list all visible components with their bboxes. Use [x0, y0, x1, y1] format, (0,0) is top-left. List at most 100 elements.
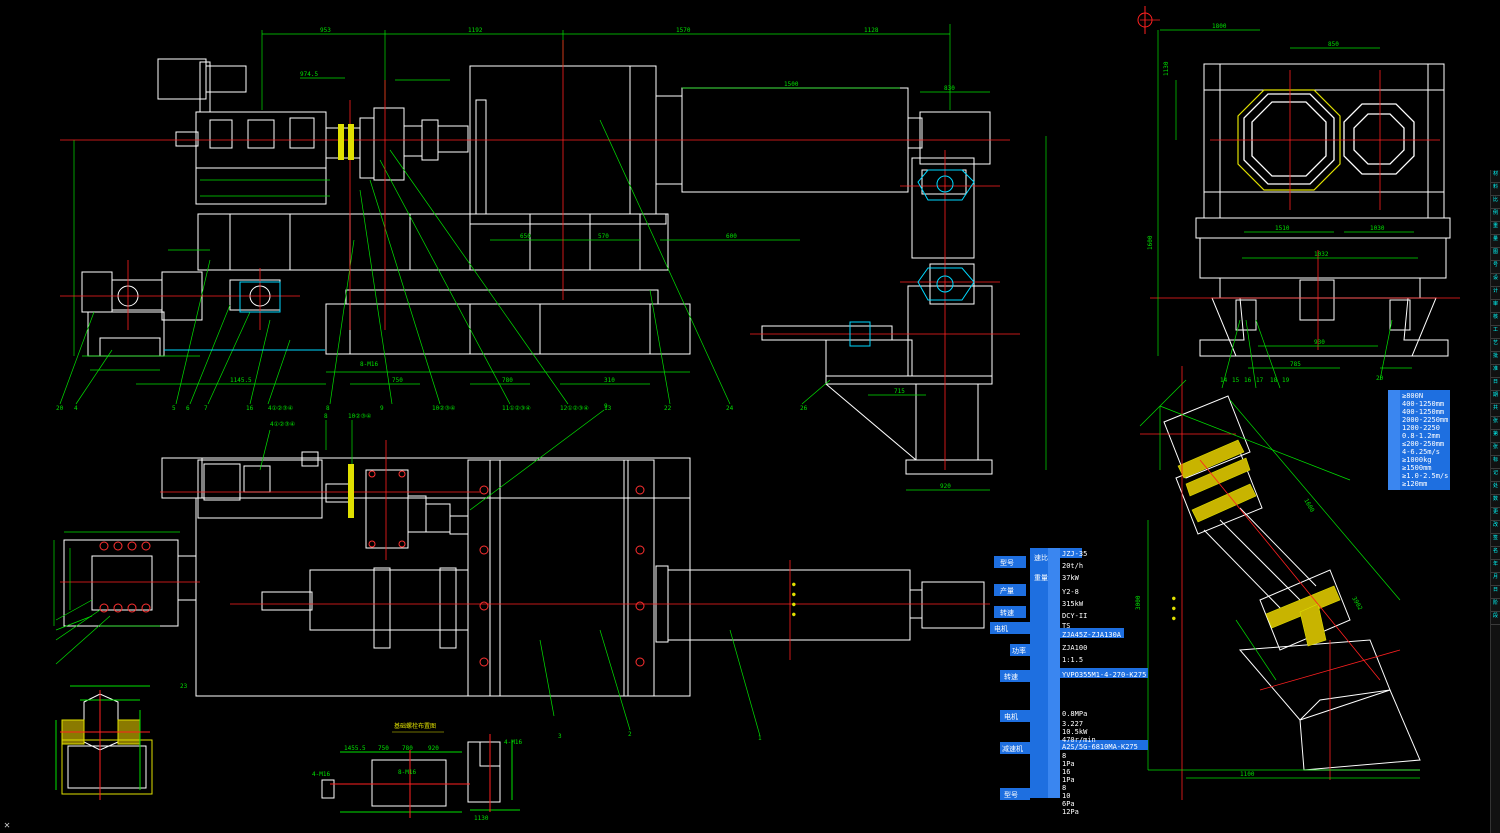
svg-text:953: 953: [320, 27, 331, 34]
svg-text:4①②③④: 4①②③④: [268, 405, 293, 412]
spec-left-values: JZJ-35 20t/h 37kW Y2-8 315kW DCY-II TS Z…: [1062, 550, 1146, 816]
svg-text:310: 310: [604, 377, 615, 384]
front-callout-labels: 20 4 5 6 7 16 4①②③④ 8 9 10②③④ 11①②③④ 12①…: [56, 405, 808, 412]
svg-text:3.227: 3.227: [1062, 720, 1083, 728]
spec-right-values: ≥800N 400-1250mm 400-1250mm 2000-2250mm …: [1402, 392, 1448, 488]
svg-text:1200-2250: 1200-2250: [1402, 424, 1440, 432]
svg-text:●: ●: [792, 581, 796, 588]
side-callout-labels: 14 15 16 17 18 19 20: [1220, 375, 1384, 384]
foundation-labels: 1455.5 750 780 920 4-M16 8-M16 4-M16 113…: [312, 739, 522, 822]
svg-text:17: 17: [1256, 377, 1264, 384]
svg-text:9: 9: [380, 405, 384, 412]
side-centerlines: [1140, 19, 1460, 350]
front-dimension-labels: 953 1192 1570 1128 1800 850 974.5 1500 8…: [230, 23, 1339, 490]
svg-text:8-M16: 8-M16: [360, 361, 378, 368]
svg-text:●: ●: [1172, 595, 1176, 602]
title-block-cell: 材: [1491, 170, 1500, 183]
svg-text:10②③④: 10②③④: [432, 405, 455, 412]
title-block-cell: 计: [1491, 287, 1500, 300]
svg-text:16: 16: [1062, 768, 1070, 776]
title-block-cell: 处: [1491, 482, 1500, 495]
svg-text:速比: 速比: [1034, 553, 1048, 562]
svg-text:3000: 3000: [1135, 595, 1142, 610]
svg-text:●: ●: [792, 601, 796, 608]
title-block-cell: 图: [1491, 248, 1500, 261]
svg-text:780: 780: [502, 377, 513, 384]
svg-text:8-M16: 8-M16: [398, 769, 416, 776]
svg-text:●: ●: [792, 611, 796, 618]
plan-centerlines: [60, 440, 990, 660]
svg-text:转速: 转速: [1004, 672, 1018, 681]
svg-text:26: 26: [800, 405, 808, 412]
section-detail: [55, 685, 153, 800]
svg-text:920: 920: [428, 745, 439, 752]
title-block-cell: 例: [1491, 209, 1500, 222]
plan-callout-labels: 4①②③④ 8 10②③④ 9 1 2 3 23: [180, 403, 762, 742]
side-bolt-target: [1137, 6, 1153, 34]
svg-text:974.5: 974.5: [300, 71, 318, 78]
svg-text:10②③④: 10②③④: [348, 413, 371, 420]
svg-text:1570: 1570: [676, 27, 691, 34]
title-block-cell: 批: [1491, 352, 1500, 365]
svg-text:10: 10: [1062, 792, 1070, 800]
svg-text:600: 600: [726, 233, 737, 240]
svg-text:2: 2: [628, 731, 632, 738]
svg-text:●: ●: [792, 591, 796, 598]
title-block-cell: 张: [1491, 417, 1500, 430]
svg-text:≥1500mm: ≥1500mm: [1402, 464, 1432, 472]
svg-text:11①②③④: 11①②③④: [502, 405, 531, 412]
spec-table-left: [990, 548, 1148, 800]
svg-text:750: 750: [392, 377, 403, 384]
title-block-strip: 材料比例重量图号设计审核工艺批准日期共张第张标记处数更改签名年月日阶段: [1490, 170, 1500, 833]
svg-text:24: 24: [726, 405, 734, 412]
svg-text:6: 6: [186, 405, 190, 412]
svg-text:570: 570: [598, 233, 609, 240]
svg-text:470r/min: 470r/min: [1062, 736, 1096, 744]
svg-text:1100: 1100: [1240, 771, 1255, 778]
svg-text:功率: 功率: [1012, 646, 1026, 655]
svg-text:4①②③④: 4①②③④: [270, 421, 295, 428]
title-block-cell: 期: [1491, 391, 1500, 404]
title-block-cell: 段: [1491, 612, 1500, 625]
svg-text:920: 920: [940, 483, 951, 490]
front-cyan-parts: [164, 169, 975, 351]
svg-text:减速机: 减速机: [1002, 744, 1023, 753]
svg-text:16: 16: [246, 405, 254, 412]
angled-yellow-parts: [1177, 439, 1341, 647]
title-block-cell: 更: [1491, 508, 1500, 521]
svg-text:8: 8: [1062, 752, 1066, 760]
svg-text:780: 780: [402, 745, 413, 752]
title-block-cell: 比: [1491, 196, 1500, 209]
svg-text:5: 5: [172, 405, 176, 412]
svg-text:750: 750: [378, 745, 389, 752]
svg-text:A2S/5G-6810MA-K275: A2S/5G-6810MA-K275: [1062, 743, 1138, 751]
spec-table-right: [1388, 390, 1450, 490]
svg-text:≥800N: ≥800N: [1402, 392, 1423, 400]
svg-text:315kW: 315kW: [1062, 600, 1084, 608]
svg-text:14: 14: [1220, 377, 1228, 384]
foundation-detail: [321, 734, 520, 818]
svg-text:4: 4: [74, 405, 78, 412]
svg-text:400-1250mm: 400-1250mm: [1402, 400, 1444, 408]
title-block-cell: 审: [1491, 300, 1500, 313]
svg-text:1510: 1510: [1275, 225, 1290, 232]
title-block-cell: 日: [1491, 586, 1500, 599]
svg-text:715: 715: [894, 388, 905, 395]
svg-text:1030: 1030: [1370, 225, 1385, 232]
svg-text:23: 23: [180, 683, 188, 690]
svg-text:22: 22: [664, 405, 672, 412]
svg-text:≥1.0-2.5m/s: ≥1.0-2.5m/s: [1402, 472, 1448, 480]
svg-text:Y2-8: Y2-8: [1062, 588, 1079, 596]
svg-text:12①②③④: 12①②③④: [560, 405, 589, 412]
svg-text:●: ●: [1172, 605, 1176, 612]
plan-leaders: [53, 409, 761, 737]
svg-text:1800: 1800: [1212, 23, 1227, 30]
title-block-cell: 月: [1491, 573, 1500, 586]
svg-text:YVPO355M1-4-270-K275: YVPO355M1-4-270-K275: [1062, 671, 1146, 679]
title-block-cell: 核: [1491, 313, 1500, 326]
svg-text:1145.5: 1145.5: [230, 377, 252, 384]
svg-text:ZJA100: ZJA100: [1062, 644, 1087, 652]
title-block-cell: 标: [1491, 456, 1500, 469]
svg-text:电机: 电机: [1004, 712, 1018, 721]
